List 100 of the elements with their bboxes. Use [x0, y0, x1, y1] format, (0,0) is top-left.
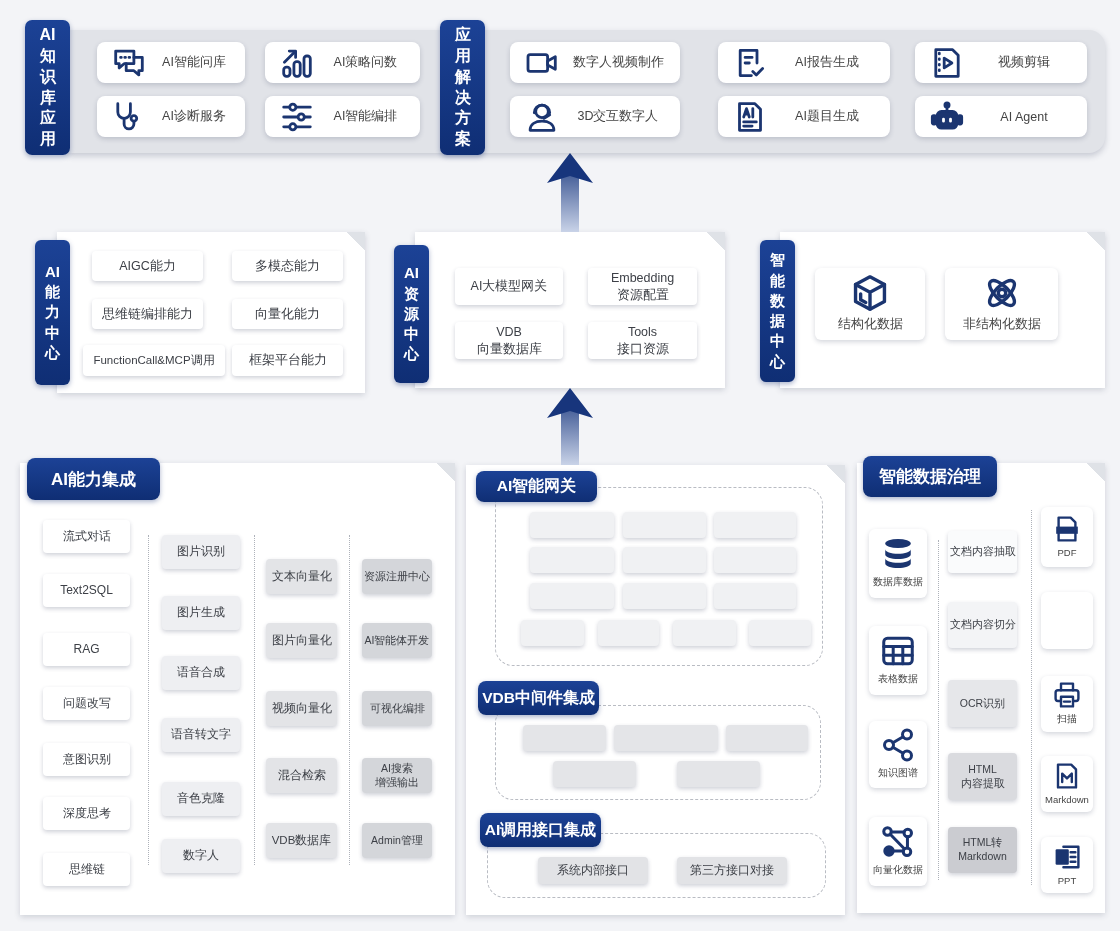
module-box: 思维链编排能力 [92, 299, 203, 329]
icon-card [1041, 592, 1093, 649]
module-box [614, 725, 718, 751]
module-box: 深度思考 [43, 797, 130, 830]
section-tab: 智能数据中心 [760, 240, 795, 382]
card-label: 3D交互数字人 [577, 108, 659, 125]
feature-card [97, 96, 245, 137]
module-box: Embedding 资源配置 [588, 268, 697, 305]
icon-card [945, 268, 1058, 340]
module-box [714, 583, 796, 609]
feature-card [718, 96, 890, 137]
section-tab: AI资源中心 [394, 245, 429, 383]
module-box [677, 761, 760, 787]
module-box: 数字人 [162, 839, 240, 873]
module-box [553, 761, 636, 787]
module-box [673, 620, 736, 646]
module-box: Text2SQL [43, 574, 130, 607]
module-box: AI搜索增强输出 [362, 758, 432, 793]
feature-card [915, 42, 1087, 83]
icon-card [1041, 507, 1093, 567]
module-box: 视频向量化 [266, 691, 337, 726]
icon-card [869, 817, 927, 886]
card-label: 向量化数据 [873, 862, 923, 877]
module-box: VDB 向量数据库 [455, 322, 563, 359]
module-box: 第三方接口对接 [677, 857, 787, 884]
module-box: AIGC能力 [92, 251, 203, 281]
card-label: 表格数据 [878, 671, 918, 686]
feature-card [510, 42, 680, 83]
section-tab: AI能力中心 [35, 240, 70, 385]
icon-card [869, 529, 927, 598]
module-box: 向量化能力 [232, 299, 343, 329]
feature-card [97, 42, 245, 83]
card-label: AI题目生成 [795, 108, 859, 125]
card-label: AI智能问库 [162, 54, 226, 71]
module-box: 框架平台能力 [232, 345, 343, 376]
module-box: 图片向量化 [266, 623, 337, 658]
module-box: AI大模型网关 [455, 268, 563, 305]
feature-card [510, 96, 680, 137]
module-box: 图片生成 [162, 596, 240, 630]
module-box: 资源注册中心 [362, 559, 432, 594]
card-label: 扫描 [1057, 712, 1077, 726]
card-label: 结构化数据 [837, 315, 903, 333]
module-box [623, 547, 706, 573]
module-box: VDB数据库 [266, 823, 337, 858]
icon-card [1041, 837, 1093, 893]
module-box [530, 512, 614, 538]
section-tab: AI知识库应用 [25, 20, 70, 155]
module-box: 多模态能力 [232, 251, 343, 281]
group-heading: AI智能网关 [476, 471, 597, 502]
module-box: AI智能体开发 [362, 623, 432, 658]
module-box: HTML转 Markdown [948, 827, 1017, 873]
card-label: Markdown [1045, 793, 1089, 805]
module-box [623, 512, 706, 538]
module-box: 文档内容切分 [948, 602, 1017, 648]
module-box: 系统内部接口 [538, 857, 648, 884]
module-box: 可视化编排 [362, 691, 432, 726]
feature-card [915, 96, 1087, 137]
module-box: 语音转文字 [162, 718, 240, 752]
module-box [521, 620, 584, 646]
module-box: FunctionCall&MCP调用 [83, 345, 225, 376]
card-label: AI智能编排 [333, 108, 398, 125]
module-box: HTML 内容提取 [948, 753, 1017, 800]
card-label: 知识图谱 [878, 765, 918, 780]
section-heading: 智能数据治理 [863, 456, 997, 497]
icon-card [1041, 756, 1093, 812]
group-heading: VDB中间件集成 [478, 681, 599, 715]
module-box [714, 547, 796, 573]
module-box: 文本向量化 [266, 559, 337, 594]
module-box: Tools 接口资源 [588, 322, 697, 359]
section-heading: AI能力集成 [27, 458, 160, 500]
module-box [714, 512, 796, 538]
module-box [726, 725, 808, 751]
module-box [623, 583, 706, 609]
card-label: AI报告生成 [795, 54, 859, 71]
module-box [523, 725, 606, 751]
card-label: AI诊断服务 [162, 108, 226, 125]
module-box: Admin管理 [362, 823, 432, 858]
icon-card [1041, 676, 1093, 732]
module-box [598, 620, 659, 646]
card-label: 数据库数据 [873, 574, 923, 589]
module-box: 语音合成 [162, 656, 240, 690]
module-box: 意图识别 [43, 743, 130, 776]
card-label: 非结构化数据 [962, 315, 1041, 333]
module-box: RAG [43, 633, 130, 666]
card-label: 视频剪辑 [998, 54, 1050, 71]
module-box: 流式对话 [43, 520, 130, 553]
icon-card [869, 626, 927, 695]
module-box: 问题改写 [43, 687, 130, 720]
module-box [530, 583, 614, 609]
module-box [530, 547, 614, 573]
arrow [547, 388, 593, 465]
panel [466, 465, 845, 915]
icon-card [815, 268, 925, 340]
card-label: 数字人视频制作 [572, 54, 664, 71]
module-box: 图片识别 [162, 535, 240, 569]
feature-card [265, 96, 420, 137]
card-label: PDF [1057, 546, 1077, 558]
section-tab: 应用解决方案 [440, 20, 485, 155]
module-box: 思维链 [43, 853, 130, 886]
arrow [547, 153, 593, 232]
